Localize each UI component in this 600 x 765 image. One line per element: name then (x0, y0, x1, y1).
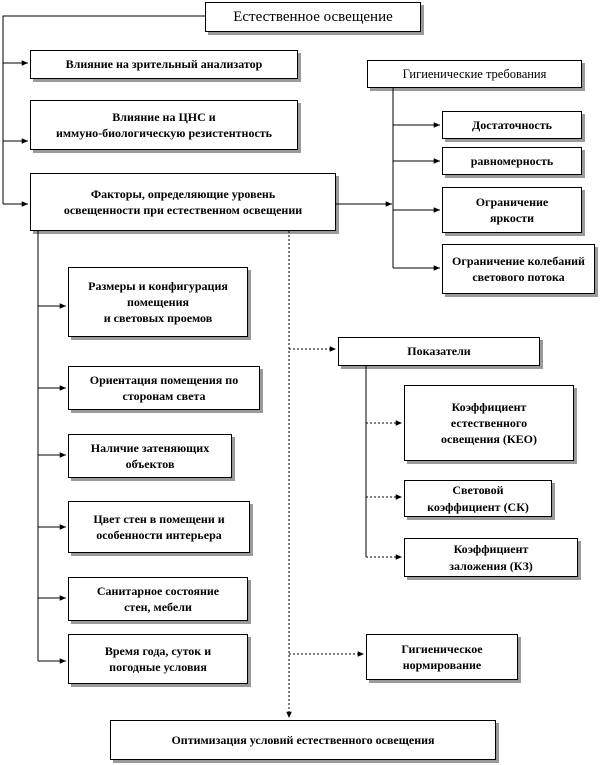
indicator-kz-frame (404, 538, 578, 577)
hygiene-item-uniformity-frame (442, 147, 582, 175)
indicator-kz: Коэффициент заложения (КЗ) (449, 542, 533, 573)
indicators-header-frame (338, 337, 540, 366)
optimization-box-frame (110, 720, 496, 760)
factor-wall-color: Цвет стен в помещени и особенности интер… (93, 511, 225, 542)
factors-box: Факторы, определяющие уровень освещеннос… (63, 186, 303, 217)
factor-sanitary-state: Санитарное состояние стен, мебели (96, 583, 220, 614)
hygiene-item-fluctuation: Ограничение колебаний светового потока (452, 253, 585, 284)
hygiene-item-sufficiency-frame (442, 111, 582, 139)
hygiene-item-uniformity: равномерность (470, 153, 554, 168)
indicators-header: Показатели (407, 344, 471, 359)
factors-box-frame (30, 173, 336, 231)
effect-visual-box: Влияние на зрительный анализатор (65, 57, 263, 72)
title-box: Естественное освещение (233, 8, 393, 25)
factor-season-time: Время года, суток и погодные условия (104, 643, 212, 674)
hygiene-item-sufficiency: Достаточность (472, 117, 552, 132)
factor-orientation-frame (68, 366, 260, 410)
factor-room-size-frame (68, 267, 248, 337)
effect-visual-box-frame (30, 50, 298, 79)
normalization-box: Гигиеническое нормирование (401, 641, 483, 672)
hygiene-requirements-header-frame (367, 60, 582, 88)
factor-season-time-frame (68, 634, 248, 684)
factor-shading-objects-frame (68, 434, 232, 478)
optimization-box: Оптимизация условий естественного освеще… (171, 732, 435, 747)
hygiene-item-brightness: Ограничение яркости (475, 194, 549, 225)
effect-cns-box-frame (30, 100, 298, 150)
box-frames (30, 2, 595, 760)
factor-shading-objects: Наличие затеняющих объектов (90, 440, 210, 471)
factor-room-size: Размеры и конфигурация помещения и свето… (88, 278, 228, 326)
effect-cns-box: Влияние на ЦНС и иммуно-биологическую ре… (55, 109, 273, 140)
indicator-sk-frame (404, 480, 552, 517)
normalization-box-frame (366, 634, 518, 680)
factor-wall-color-frame (68, 501, 250, 553)
indicator-keo-frame (404, 385, 574, 461)
connector-lines (2, 15, 440, 718)
factor-orientation: Ориентация помещения по сторонам света (89, 372, 239, 403)
factor-sanitary-state-frame (68, 577, 248, 621)
hygiene-requirements-header: Гигиенические требования (402, 66, 547, 81)
indicator-keo: Коэффициент естественного освещения (КЕО… (441, 399, 537, 447)
hygiene-item-brightness-frame (442, 187, 582, 233)
title-box-frame (205, 2, 421, 32)
hygiene-item-fluctuation-frame (442, 244, 595, 294)
indicator-sk: Световой коэффициент (СК) (427, 483, 529, 514)
